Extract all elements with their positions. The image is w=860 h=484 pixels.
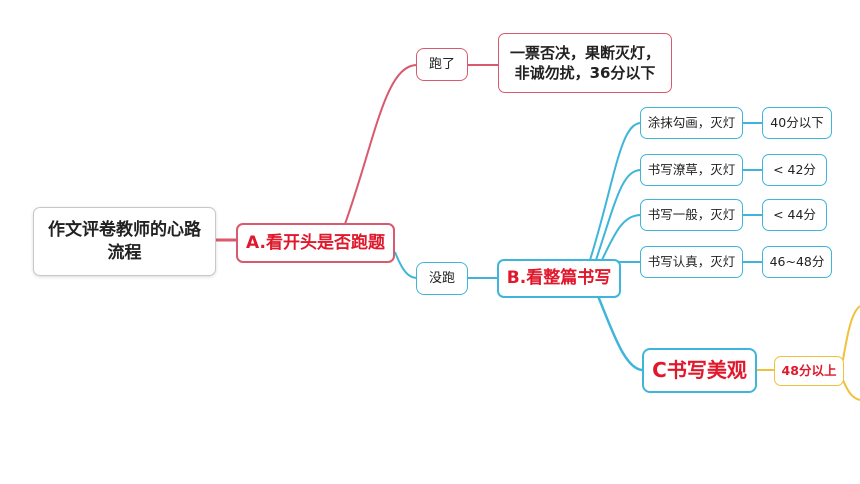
step-c-score-text: 48分以上	[781, 362, 837, 378]
connector-a-ranoff	[344, 64, 418, 225]
step-c-node[interactable]: C书写美观	[642, 348, 757, 393]
step-a-node[interactable]: A.看开头是否跑题	[236, 223, 395, 263]
step-b-item-label: 书写潦草，灭灯	[647, 161, 736, 177]
ran-off-result-node[interactable]: 一票否决，果断灭灯，非诚勿扰，36分以下	[498, 33, 672, 93]
step-b-item-score[interactable]: 40分以下	[762, 107, 832, 139]
root-node[interactable]: 作文评卷教师的心路流程	[33, 207, 216, 276]
step-b-item-score-text: 46~48分	[769, 253, 825, 269]
step-b-item-score[interactable]: 46~48分	[762, 246, 832, 278]
connector-b-item1	[589, 122, 642, 261]
step-c-score-node[interactable]: 48分以上	[774, 356, 844, 386]
step-b-item-score[interactable]: < 44分	[762, 199, 827, 231]
step-b-item[interactable]: 书写认真，灭灯	[640, 246, 743, 278]
step-b-item-label: 书写一般，灭灯	[647, 206, 736, 222]
step-b-item[interactable]: 书写潦草，灭灯	[640, 154, 743, 186]
step-b-label: B.看整篇书写	[506, 268, 612, 289]
ran-off-node[interactable]: 跑了	[416, 48, 468, 81]
not-off-node[interactable]: 没跑	[416, 262, 468, 295]
step-a-label: A.看开头是否跑题	[246, 232, 385, 253]
ran-off-label: 跑了	[428, 56, 455, 72]
connector-b-item3	[601, 214, 642, 261]
root-label: 作文评卷教师的心路流程	[48, 219, 201, 263]
connector-b-c	[596, 295, 644, 372]
step-b-item[interactable]: 涂抹勾画，灭灯	[640, 107, 743, 139]
step-b-item-score-text: < 44分	[773, 206, 816, 222]
step-b-item-label: 书写认真，灭灯	[647, 253, 736, 269]
step-b-item-score-text: 40分以下	[770, 114, 824, 130]
connector-a-notoff	[394, 251, 418, 279]
step-b-item-score[interactable]: < 42分	[762, 154, 827, 186]
not-off-label: 没跑	[428, 270, 455, 286]
connector-score-offscreen-up	[842, 305, 860, 361]
step-b-node[interactable]: B.看整篇书写	[497, 259, 621, 298]
connector-b-item2	[595, 169, 642, 261]
step-b-item[interactable]: 书写一般，灭灯	[640, 199, 743, 231]
step-c-label: C书写美观	[652, 358, 747, 382]
step-b-item-score-text: < 42分	[773, 161, 816, 177]
connector-score-offscreen-down	[842, 379, 860, 401]
ran-off-result-text: 一票否决，果断灭灯，非诚勿扰，36分以下	[509, 43, 660, 82]
step-b-item-label: 涂抹勾画，灭灯	[647, 114, 736, 130]
